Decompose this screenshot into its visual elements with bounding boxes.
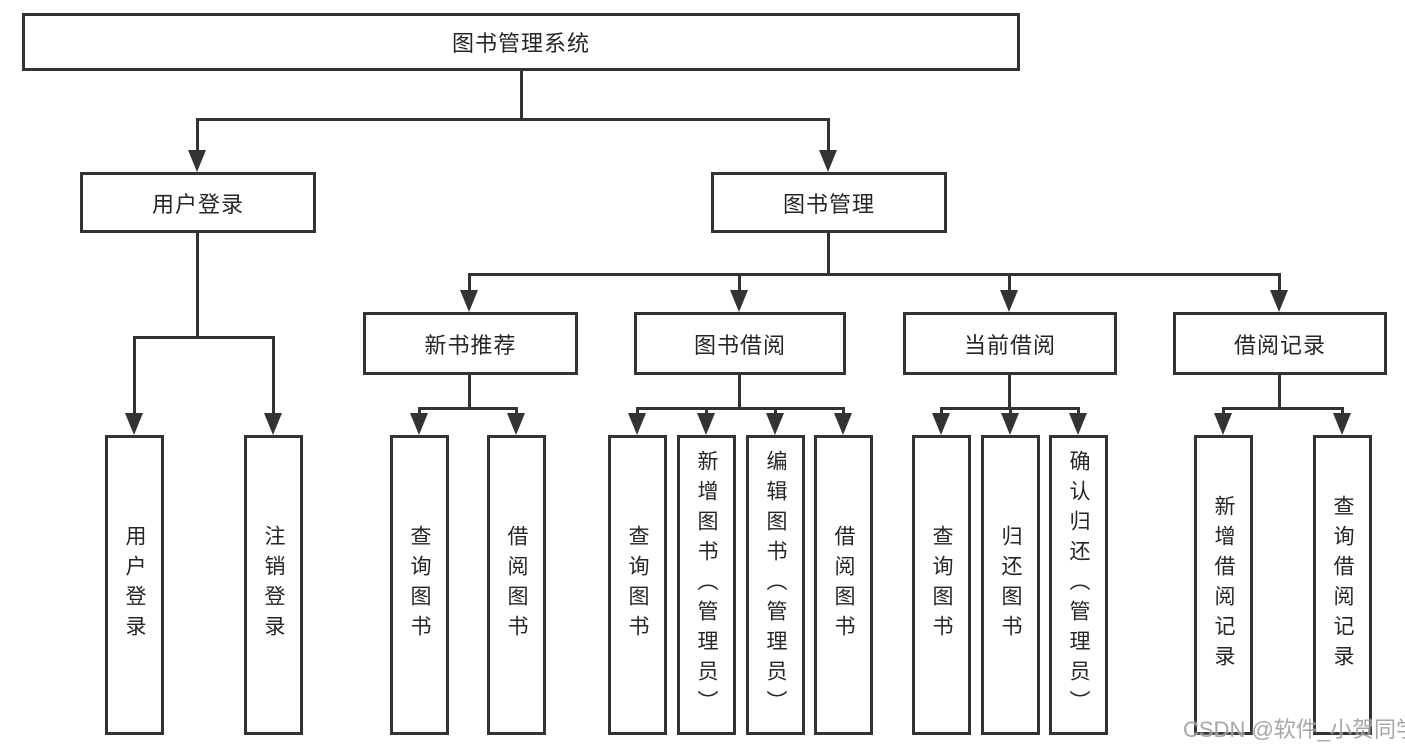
node-label: 借阅图书 [505, 525, 528, 645]
node-nbr-borrow-books: 借阅图书 [487, 435, 546, 735]
arrow-down-icon [125, 413, 143, 435]
connector-line [515, 407, 518, 415]
connector-line [827, 233, 830, 273]
csdn-watermark: CSDN @软件_小贺同学 [1183, 717, 1405, 742]
connector-line [1077, 407, 1080, 415]
arrow-down-icon [1069, 413, 1087, 435]
connector-line [705, 407, 708, 415]
connector-line [418, 407, 518, 410]
arrow-down-icon [834, 413, 852, 435]
connector-line [827, 118, 830, 152]
node-book-management: 图书管理 [711, 172, 947, 233]
connector-line [636, 407, 639, 415]
arrow-down-icon [628, 413, 646, 435]
node-label: 借阅记录 [1233, 332, 1326, 358]
arrow-down-icon [697, 413, 715, 435]
connector-line [1222, 407, 1225, 415]
arrow-down-icon [264, 413, 282, 435]
node-bb-borrow-books: 借阅图书 [814, 435, 873, 735]
node-label: 查询图书 [626, 525, 649, 645]
node-bb-query-books: 查询图书 [608, 435, 667, 735]
connector-line [418, 407, 421, 415]
node-label: 当前借阅 [963, 332, 1056, 358]
node-bb-edit-books-admin: 编辑图书（管理员） [746, 435, 805, 735]
node-label: 查询图书 [408, 525, 431, 645]
connector-line [520, 71, 523, 118]
connector-line [842, 407, 845, 415]
arrow-down-icon [819, 150, 837, 172]
connector-line [1009, 407, 1012, 415]
node-user-login-leaf: 用户登录 [105, 435, 164, 735]
arrow-down-icon [410, 413, 428, 435]
node-cb-confirm-return-admin: 确认归还（管理员） [1049, 435, 1108, 735]
node-cb-query-books: 查询图书 [912, 435, 971, 735]
node-label: 新增借阅记录 [1212, 495, 1235, 675]
node-book-borrowing: 图书借阅 [634, 312, 846, 375]
connector-line [774, 407, 777, 415]
node-label: 注销登录 [262, 525, 285, 645]
node-label: 查询图书 [930, 525, 953, 645]
node-cb-return-books: 归还图书 [981, 435, 1040, 735]
arrow-down-icon [1000, 290, 1018, 312]
node-label: 编辑图书（管理员） [764, 450, 787, 720]
arrow-down-icon [1270, 290, 1288, 312]
node-label: 新书推荐 [424, 332, 517, 358]
arrow-down-icon [1333, 413, 1351, 435]
connector-line [133, 336, 275, 339]
arrow-down-icon [1214, 413, 1232, 435]
node-label: 查询借阅记录 [1331, 495, 1354, 675]
connector-line [1008, 375, 1011, 407]
connector-line [272, 336, 275, 415]
connector-line [468, 375, 471, 407]
node-current-borrowing: 当前借阅 [903, 312, 1117, 375]
arrow-down-icon [730, 290, 748, 312]
node-nbr-query-books: 查询图书 [390, 435, 449, 735]
arrow-down-icon [460, 290, 478, 312]
connector-line [468, 273, 471, 292]
arrow-down-icon [1001, 413, 1019, 435]
node-label: 借阅图书 [832, 525, 855, 645]
node-label: 归还图书 [999, 525, 1022, 645]
node-label: 用户登录 [151, 191, 244, 217]
connector-line [1341, 407, 1344, 415]
connector-line [636, 407, 845, 410]
connector-line [196, 233, 199, 336]
node-bb-add-books-admin: 新增图书（管理员） [677, 435, 736, 735]
connector-line [468, 273, 1281, 276]
connector-line [1278, 375, 1281, 407]
connector-line [1222, 407, 1344, 410]
node-br-query-record: 查询借阅记录 [1313, 435, 1372, 735]
arrow-down-icon [188, 150, 206, 172]
node-user-login-branch: 用户登录 [80, 172, 316, 233]
node-new-book-recommend: 新书推荐 [363, 312, 578, 375]
connector-line [133, 336, 136, 415]
node-label: 图书管理系统 [451, 31, 590, 56]
node-library-system: 图书管理系统 [22, 13, 1020, 71]
connector-line [738, 375, 741, 407]
connector-line [738, 273, 741, 292]
node-label: 用户登录 [123, 525, 146, 645]
node-logout: 注销登录 [244, 435, 303, 735]
connector-line [196, 118, 199, 152]
node-label: 确认归还（管理员） [1067, 450, 1090, 720]
node-label: 图书管理 [782, 191, 875, 217]
connector-line [1008, 273, 1011, 292]
node-label: 新增图书（管理员） [695, 450, 718, 720]
node-label: 图书借阅 [693, 332, 786, 358]
connector-line [940, 407, 943, 415]
node-br-add-record: 新增借阅记录 [1194, 435, 1253, 735]
arrow-down-icon [932, 413, 950, 435]
node-borrowing-records: 借阅记录 [1173, 312, 1387, 375]
arrow-down-icon [507, 413, 525, 435]
connector-line [1278, 273, 1281, 292]
arrow-down-icon [766, 413, 784, 435]
connector-line [196, 118, 830, 121]
